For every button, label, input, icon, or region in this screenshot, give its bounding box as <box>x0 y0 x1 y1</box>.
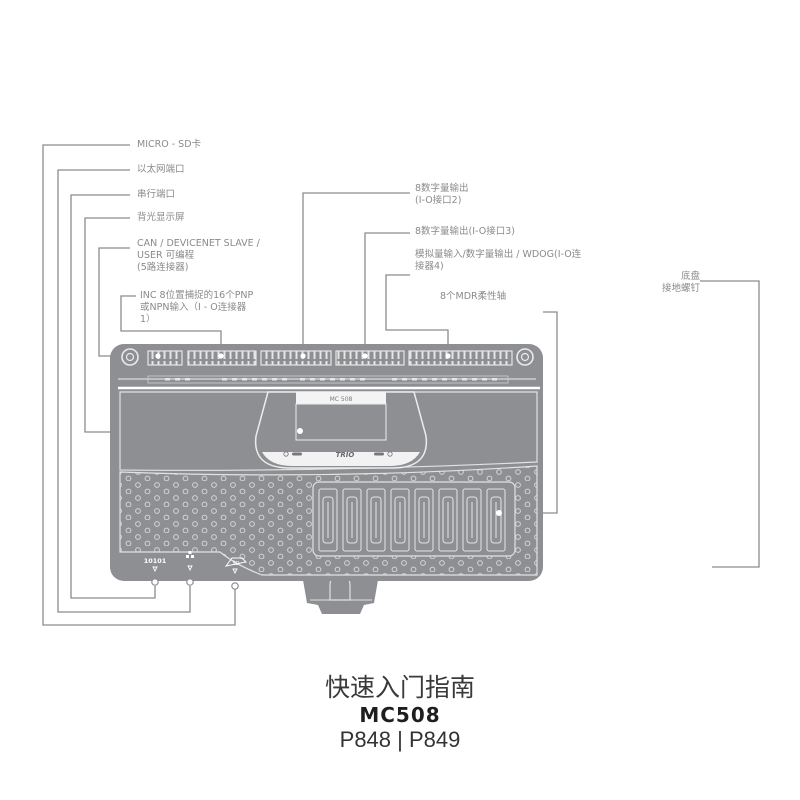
callout-mdr-axes: 8个MDR柔性轴 <box>440 291 507 302</box>
callout-can-devicenet: CAN / DEVICENET SLAVE / USER 可编程 (5路连接器) <box>137 238 260 273</box>
callout-microsd-card: MICRO - SD卡 <box>137 139 202 150</box>
trio-logo: TRIO <box>336 451 355 459</box>
left-mount-screw <box>121 348 139 366</box>
callout-chassis-ground: 底盘 接地螺钉 <box>661 271 700 294</box>
callout-ethernet-port: 以太网端口 <box>137 164 185 175</box>
callout-analog-io4: 模拟量输入/数字量输出 / WDOG(I-O连 接器4) <box>415 249 582 272</box>
backlit-display <box>295 403 387 441</box>
io-terminal-blocks <box>147 350 513 366</box>
callout-backlit-display: 背光显示屏 <box>137 212 185 223</box>
leader-lines-left <box>42 144 300 626</box>
callout-serial-port: 串行端口 <box>137 189 176 200</box>
device-model-label: MC 508 <box>330 396 353 403</box>
controller-body: 10101 SD <box>110 344 543 590</box>
part-numbers: P848 | P849 <box>339 727 461 752</box>
guide-title: 快速入门指南 <box>324 673 475 702</box>
svg-text:10101: 10101 <box>144 557 167 565</box>
svg-text:SD: SD <box>232 561 239 567</box>
callout-inc-inputs: INC 8位置捕捉的16个PNP 或NPN输入（I - O连接器 1） <box>140 290 254 325</box>
callout-digital-output-io2: 8数字量输出 (I-O接口2) <box>415 183 469 206</box>
model-name: MC508 <box>359 703 441 727</box>
right-mount-screw <box>516 348 534 366</box>
title-block: 快速入门指南 MC508 P848 | P849 <box>0 672 800 754</box>
callout-digital-output-io3: 8数字量输出(I-O接口3) <box>415 226 515 237</box>
